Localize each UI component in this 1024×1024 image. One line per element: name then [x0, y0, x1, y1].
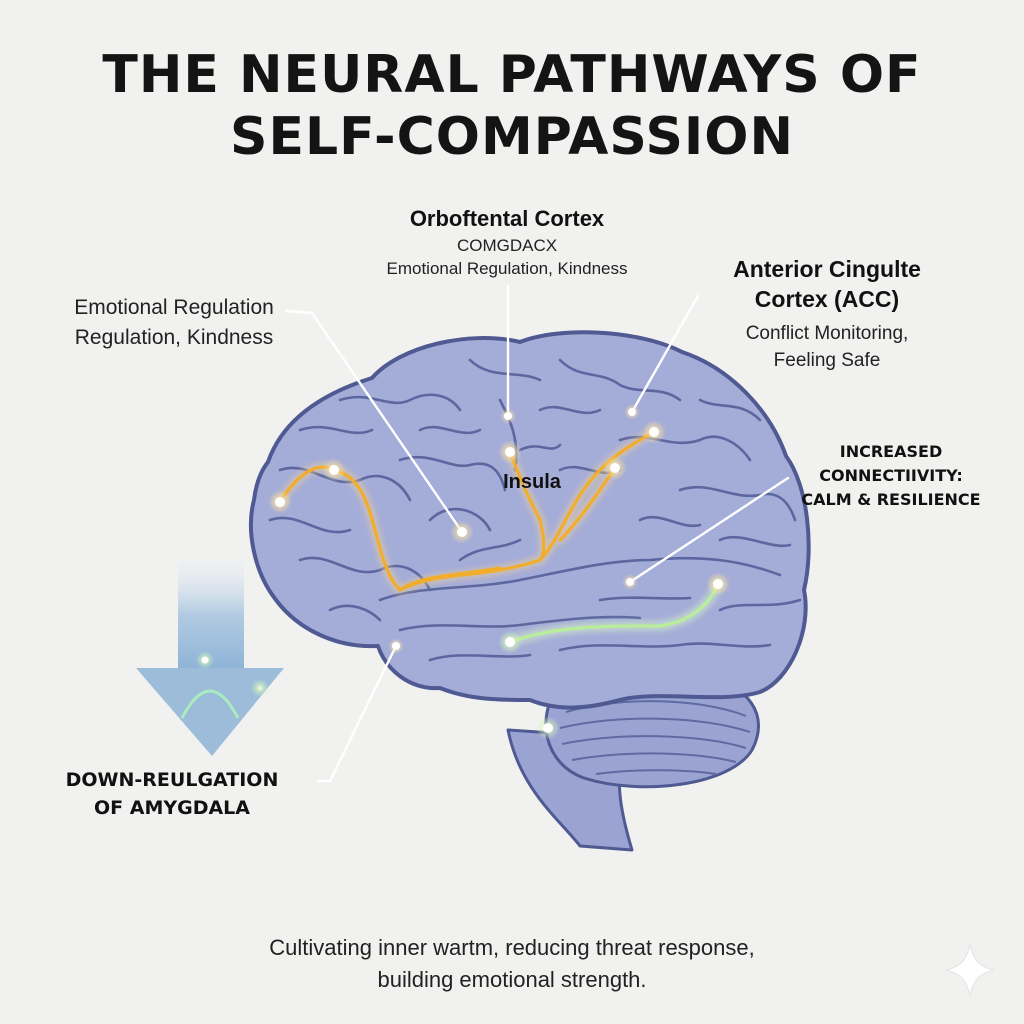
green-pathway	[505, 579, 723, 647]
connectivity-label: INCREASED CONNECTIIVITY: CALM & RESILIEN…	[786, 440, 996, 512]
node-green-start	[498, 630, 522, 654]
title-line-1: THE NEURAL PATHWAYS OF	[102, 45, 922, 105]
title-line-2: SELF-COMPASSION	[230, 107, 794, 167]
node-left-upper	[322, 458, 346, 482]
connectivity-line-2: CONNECTIIVITY:	[819, 466, 963, 485]
node-temporal	[622, 574, 638, 590]
orbitofrontal-description: Emotional Regulation, Kindness	[386, 258, 628, 278]
node-acc	[624, 404, 640, 420]
left-callout-line-2: Regulation, Kindness	[74, 326, 274, 349]
node-right-mid	[603, 456, 627, 480]
orbitofrontal-name: Orboftental Cortex	[409, 206, 605, 231]
node-amygdala	[388, 638, 404, 654]
acc-name-line-2: Cortex (ACC)	[754, 286, 900, 312]
footer-line-2: building emotional strength.	[377, 967, 647, 992]
orbitofrontal-label: Orboftental Cortex COMGDACX Emotional Re…	[342, 205, 672, 279]
node-temporal-end	[706, 572, 730, 596]
node-center	[450, 520, 474, 544]
brain-folds	[268, 358, 802, 662]
amygdala-label: DOWN-REULGATION OF AMYGDALA	[44, 766, 300, 822]
down-arrow-icon	[136, 560, 284, 756]
glow-nodes	[268, 404, 730, 740]
connectivity-line-1: INCREASED	[839, 442, 943, 461]
insula-label: Insula	[503, 471, 561, 493]
acc-desc-line-2: Feeling Safe	[773, 350, 881, 371]
left-callout-line-1: Emotional Regulation	[74, 296, 274, 319]
node-acc-upper	[642, 420, 666, 444]
node-orbitofrontal	[500, 408, 516, 424]
footer-caption: Cultivating inner wartm, reducing threat…	[0, 932, 1024, 996]
node-insula-top	[498, 440, 522, 464]
orbitofrontal-code: COMGDACX	[456, 235, 558, 255]
footer-line-1: Cultivating inner wartm, reducing threat…	[269, 935, 755, 960]
leader-lines	[284, 284, 790, 783]
amygdala-line-1: DOWN-REULGATION	[65, 769, 279, 791]
amygdala-line-2: OF AMYGDALA	[94, 797, 250, 819]
node-left	[268, 490, 292, 514]
connectivity-line-3: CALM & RESILIENCE	[801, 490, 981, 509]
node-brainstem	[536, 716, 560, 740]
acc-label: Anterior Cingulte Cortex (ACC) Conflict …	[712, 254, 942, 374]
sparkle-icon	[945, 943, 995, 997]
acc-desc-line-1: Conflict Monitoring,	[745, 323, 909, 344]
left-callout: Emotional Regulation Regulation, Kindnes…	[44, 293, 304, 353]
acc-name-line-1: Anterior Cingulte	[733, 256, 921, 282]
